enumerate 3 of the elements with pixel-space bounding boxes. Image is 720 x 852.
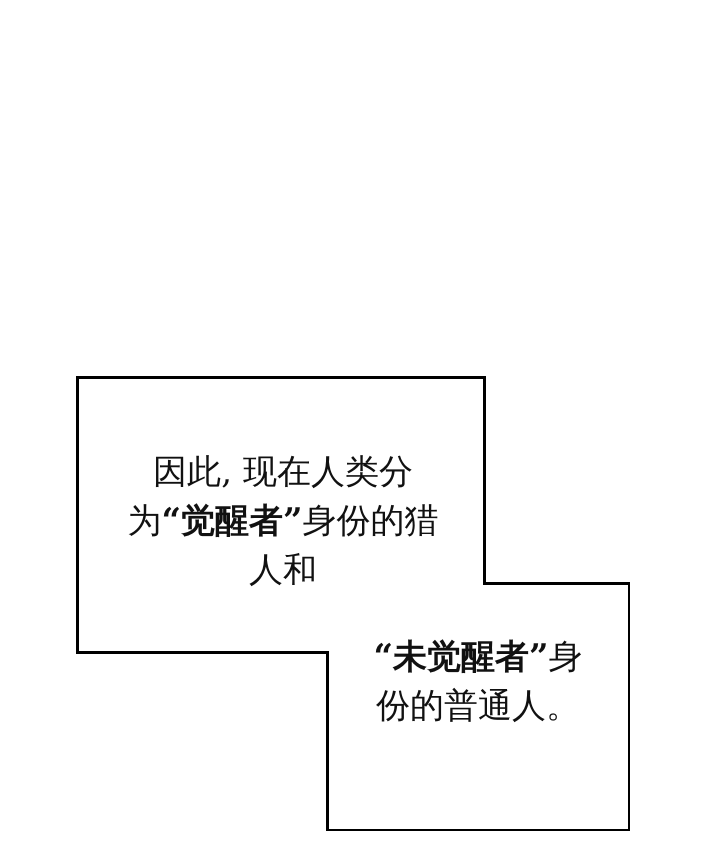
caption-text: “未觉醒者”身份的普通人。 — [372, 636, 584, 728]
caption-text: 因此, 现在人类分为“觉醒者”身份的猎人和 — [126, 451, 440, 592]
caption-box — [78, 378, 630, 831]
